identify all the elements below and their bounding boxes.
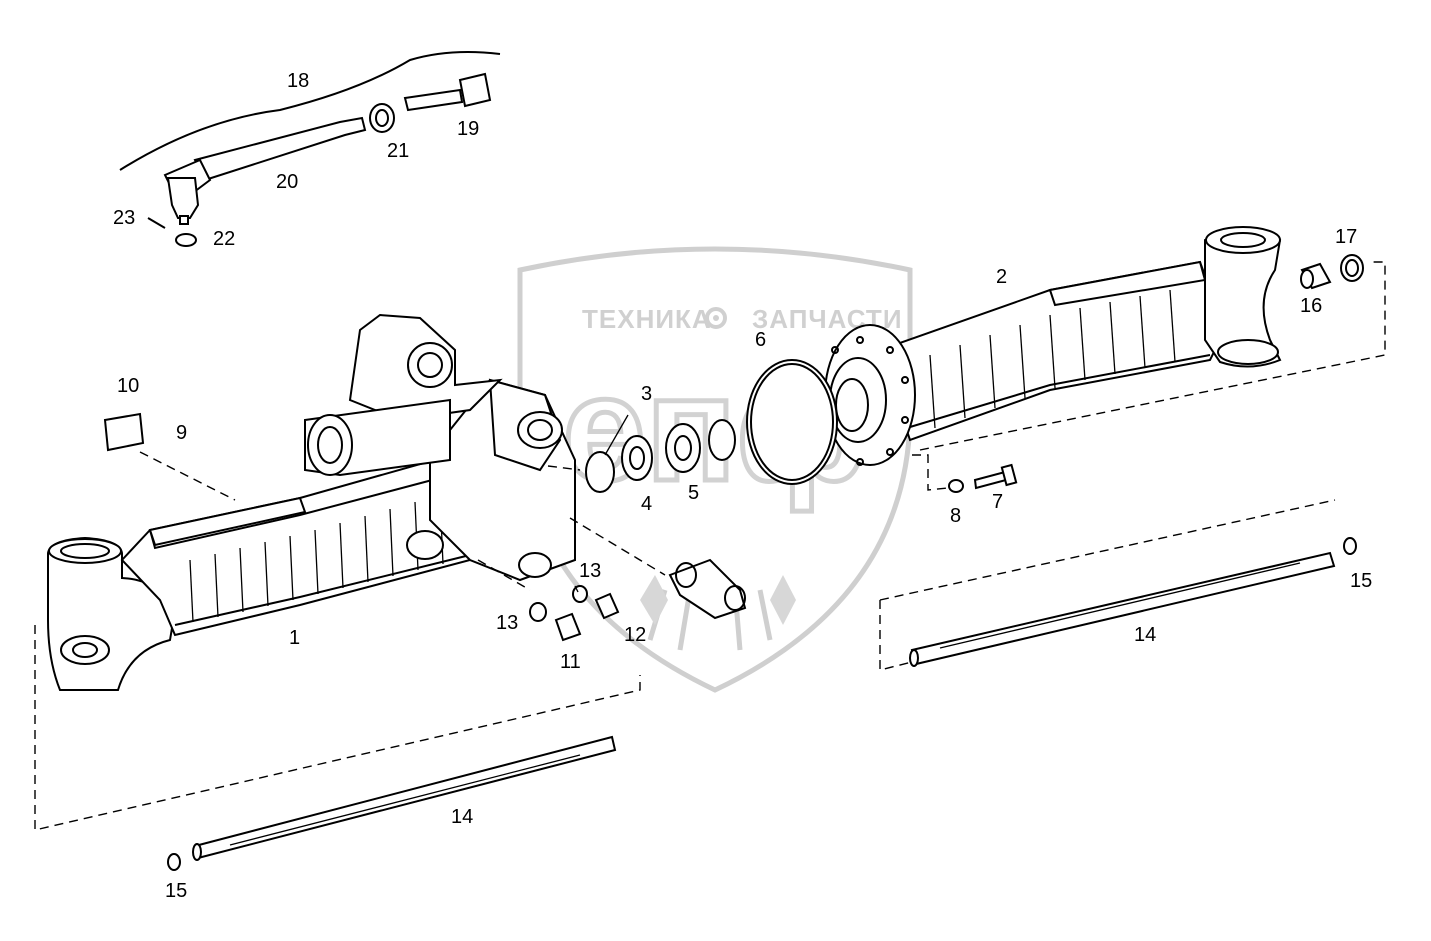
part-6-oring — [746, 359, 838, 485]
callout-label-23: 23 — [113, 207, 135, 229]
part-3-ring — [585, 451, 615, 493]
callout-label-18: 18 — [287, 70, 309, 92]
part-21-clamp — [369, 103, 395, 133]
assembly-lines — [34, 261, 1386, 831]
part-13-ring-a — [572, 585, 588, 603]
flange-bolt-holes — [831, 336, 909, 466]
callout-label-14a: 14 — [1134, 624, 1156, 646]
part-15-snapring-left — [167, 853, 181, 871]
right-axle-housing — [824, 226, 1282, 466]
part-23-pin — [147, 217, 166, 229]
callout-label-19: 19 — [457, 118, 479, 140]
callout-label-10: 10 — [117, 375, 139, 397]
callout-label-11: 11 — [560, 651, 581, 673]
callout-label-2: 2 — [996, 266, 1007, 288]
callout-label-13b: 13 — [496, 612, 518, 634]
part-18-outline — [119, 51, 501, 171]
callout-label-3: 3 — [641, 383, 652, 405]
part-7-bolt — [973, 470, 1008, 490]
part-17-ring — [1340, 254, 1364, 282]
part-22-nut — [175, 233, 197, 247]
part-5-bearing — [665, 423, 701, 473]
wheat-emblem-icon — [640, 575, 796, 651]
part-22-end-fitting — [166, 177, 200, 219]
part-13-ring-b — [529, 602, 547, 622]
part-4-bearing — [621, 435, 653, 481]
callout-label-12: 12 — [624, 624, 646, 646]
watermark-left-text: ТЕХНИКА — [582, 304, 712, 334]
center-small-parts — [103, 254, 1364, 642]
callout-label-7: 7 — [992, 491, 1003, 513]
axle-shafts — [167, 537, 1357, 871]
part-8-washer — [948, 479, 964, 493]
part-15-snapring-right — [1343, 537, 1357, 555]
part-10-plate — [103, 412, 145, 452]
callout-label-17: 17 — [1335, 226, 1357, 248]
callout-label-21: 21 — [387, 140, 409, 162]
callout-label-15a: 15 — [1350, 570, 1372, 592]
part-14-shaft-left — [193, 735, 617, 860]
callout-label-16: 16 — [1300, 295, 1322, 317]
callout-label-9: 9 — [176, 422, 187, 444]
callout-label-20: 20 — [276, 171, 298, 193]
watermark-shield-shape — [517, 246, 913, 693]
callout-label-22: 22 — [213, 228, 235, 250]
tie-rod-assembly — [119, 51, 501, 247]
callout-label-5: 5 — [688, 482, 699, 504]
callout-label-14b: 14 — [451, 806, 473, 828]
callout-label-13a: 13 — [579, 560, 601, 582]
left-axle-housing — [47, 313, 576, 691]
callout-labels: 1 2 3 4 5 6 7 8 9 10 11 12 13 13 14 14 1… — [113, 70, 1372, 902]
callout-label-8: 8 — [950, 505, 961, 527]
callout-label-15b: 15 — [165, 880, 187, 902]
gear-icon — [705, 307, 727, 329]
callout-label-1: 1 — [289, 627, 300, 649]
part-19-rod — [403, 88, 464, 112]
part-12-plug — [594, 592, 620, 620]
callout-label-4: 4 — [641, 493, 652, 515]
part-11-plug — [554, 612, 582, 642]
callout-label-6: 6 — [755, 329, 766, 351]
